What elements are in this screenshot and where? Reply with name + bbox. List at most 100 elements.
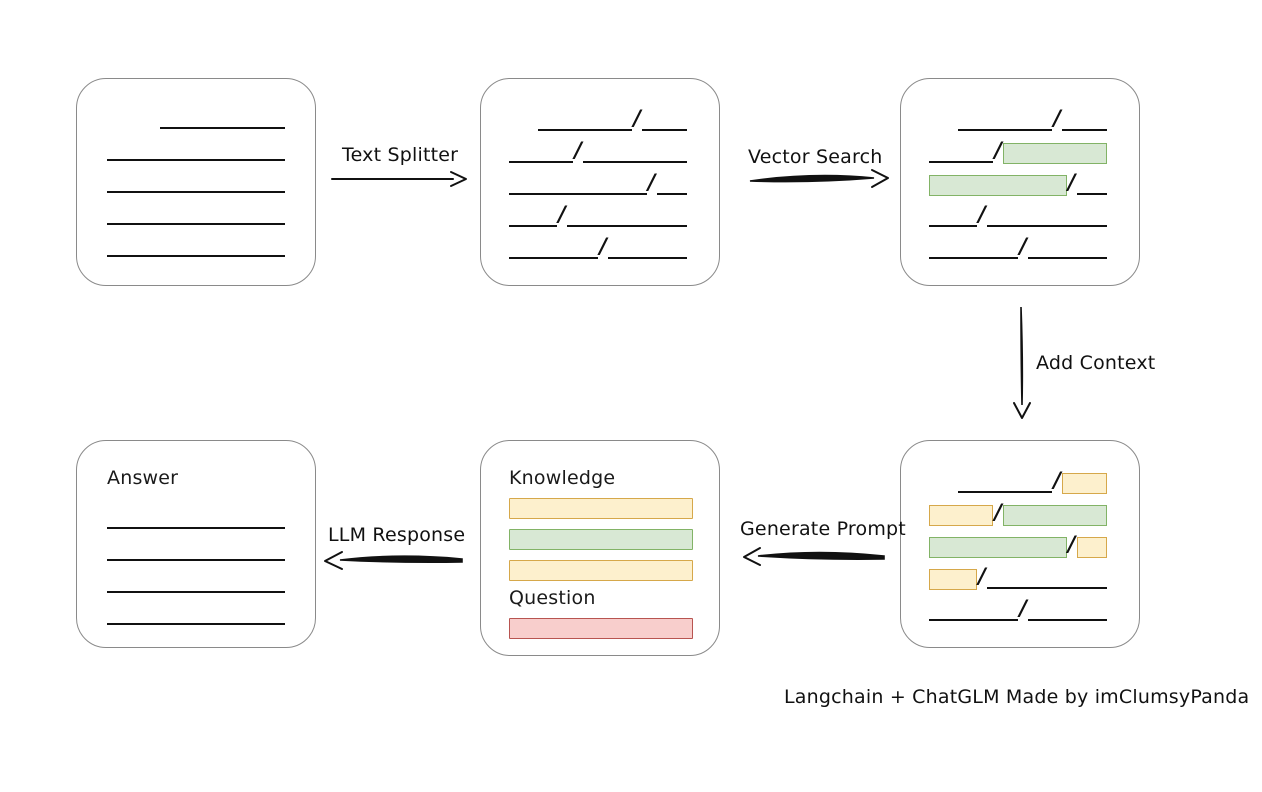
text-line-row	[107, 535, 285, 561]
text-line-row: /	[929, 201, 1111, 227]
text-rule-segment	[107, 197, 285, 225]
arrow-label-generate-prompt: Generate Prompt	[740, 518, 906, 540]
text-rule-segment	[641, 103, 687, 131]
chunk-separator-slash: /	[1067, 170, 1076, 194]
text-rule-segment	[929, 593, 1019, 621]
text-rule-segment	[107, 565, 285, 593]
question-bar-1	[509, 618, 693, 639]
text-rule-segment	[509, 199, 558, 227]
text-line-row: /	[929, 595, 1111, 621]
chunk-separator-slash: /	[1067, 532, 1076, 556]
highlight-chip-green	[1003, 505, 1107, 526]
prompt-box[interactable]: Knowledge Question	[480, 440, 720, 656]
text-rule-segment	[537, 103, 633, 131]
arrow-label-vector-search: Vector Search	[748, 146, 883, 168]
highlight-chip-yellow	[1076, 537, 1107, 558]
question-label: Question	[509, 587, 596, 609]
highlight-chip-green	[929, 175, 1067, 196]
answer-box[interactable]: Answer	[76, 440, 316, 648]
highlight-chip-yellow	[1061, 473, 1107, 494]
split-chunks-lines: / / / / /	[481, 79, 719, 285]
text-line-row	[107, 103, 285, 129]
chunk-separator-slash: /	[1019, 234, 1028, 258]
chunk-separator-slash: /	[647, 170, 656, 194]
arrow-add-context	[1013, 306, 1031, 419]
highlight-chip-yellow	[929, 505, 994, 526]
text-line-row: /	[929, 105, 1111, 131]
text-rule-segment	[107, 133, 285, 161]
knowledge-bar-3	[509, 560, 693, 581]
text-rule-segment	[929, 231, 1019, 259]
text-line-row: /	[509, 137, 691, 163]
text-rule-segment	[1028, 593, 1107, 621]
arrow-label-llm-response: LLM Response	[328, 524, 466, 546]
chunk-separator-slash: /	[633, 106, 641, 130]
context-added-lines: / / / / /	[901, 441, 1139, 647]
arrow-llm-response	[324, 551, 463, 570]
chunk-separator-slash: /	[1019, 596, 1028, 620]
text-line-row: /	[929, 531, 1111, 558]
text-line-row: /	[929, 233, 1111, 259]
text-rule-segment	[1076, 167, 1107, 195]
chunk-separator-slash: /	[978, 564, 986, 588]
text-rule-segment	[929, 105, 958, 131]
text-rule-segment	[107, 229, 285, 257]
text-line-row	[107, 567, 285, 593]
text-rule-segment	[160, 101, 285, 129]
text-line-row: /	[509, 233, 691, 259]
text-rule-segment	[929, 199, 978, 227]
highlight-chip-yellow	[929, 569, 978, 590]
vector-search-result-box[interactable]: / / / / /	[900, 78, 1140, 286]
text-line-row: /	[929, 167, 1111, 196]
split-chunks-box[interactable]: / / / / /	[480, 78, 720, 286]
credit-text: Langchain + ChatGLM Made by imClumsyPand…	[784, 686, 1250, 708]
text-rule-segment	[957, 465, 1053, 493]
text-rule-segment	[509, 167, 647, 195]
text-rule-segment	[566, 199, 687, 227]
text-rule-segment	[986, 199, 1107, 227]
text-line-row	[107, 167, 285, 193]
arrow-label-add-context: Add Context	[1036, 352, 1156, 374]
arrow-label-text-splitter: Text Splitter	[342, 144, 459, 166]
text-rule-segment	[986, 561, 1107, 589]
text-rule-segment	[107, 103, 160, 129]
source-document-lines	[77, 79, 315, 285]
text-rule-segment	[929, 135, 994, 163]
knowledge-label: Knowledge	[509, 467, 616, 489]
text-line-row	[107, 135, 285, 161]
arrow-vector-search	[749, 169, 889, 188]
chunk-separator-slash: /	[1053, 106, 1061, 130]
text-rule-segment	[509, 135, 574, 163]
answer-title: Answer	[107, 467, 179, 489]
chunk-separator-slash: /	[1053, 468, 1061, 492]
text-line-row: /	[509, 169, 691, 195]
text-rule-segment	[509, 231, 599, 259]
text-line-row	[107, 199, 285, 225]
text-rule-segment	[608, 231, 687, 259]
chunk-separator-slash: /	[994, 500, 1002, 524]
chunk-separator-slash: /	[978, 202, 986, 226]
answer-lines	[77, 441, 315, 647]
source-document-box[interactable]	[76, 78, 316, 286]
vector-search-result-lines: / / / / /	[901, 79, 1139, 285]
text-line-row: /	[929, 561, 1111, 590]
arrow-text-splitter	[331, 171, 467, 187]
text-rule-segment	[583, 135, 687, 163]
text-line-row: /	[929, 135, 1111, 164]
chunk-separator-slash: /	[994, 138, 1002, 162]
text-rule-segment	[107, 597, 285, 625]
text-line-row: /	[509, 201, 691, 227]
knowledge-bar-2	[509, 529, 693, 550]
text-line-row: /	[509, 105, 691, 131]
text-line-row	[107, 503, 285, 529]
text-rule-segment	[107, 501, 285, 529]
text-rule-segment	[929, 467, 958, 493]
chunk-separator-slash: /	[558, 202, 566, 226]
text-rule-segment	[1061, 103, 1107, 131]
text-rule-segment	[107, 165, 285, 193]
text-line-row: /	[929, 465, 1111, 494]
text-line-row: /	[929, 499, 1111, 526]
text-rule-segment	[509, 105, 538, 131]
context-added-box[interactable]: / / / / /	[900, 440, 1140, 648]
